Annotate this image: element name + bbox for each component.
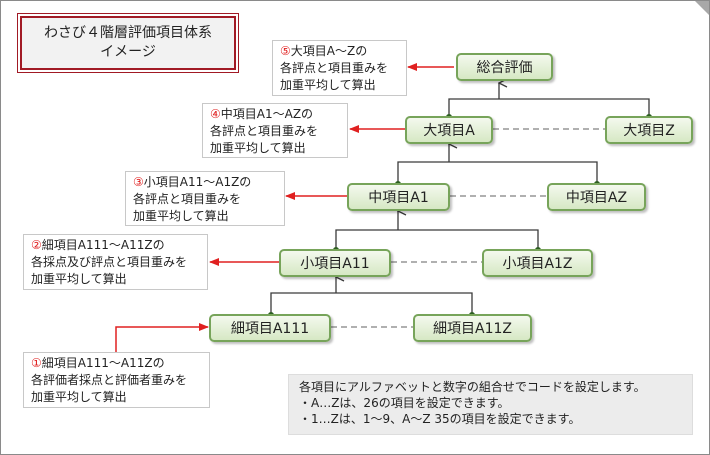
red-arrow-1 [115,323,209,352]
note-4-line-1: 中項目A1～AZの [220,107,314,121]
note-2-line-2: 各採点及び評点と項目重みを [31,255,188,269]
note-2-line-3: 加重平均して算出 [31,272,127,286]
note-1: ①細項目A111～A11Zの 各評価者採点と評価者重みを 加重平均して算出 [23,352,210,408]
note-1-line-1: 細項目A111～A11Zの [41,356,165,370]
note-5: ⑤大項目A～Zの 各評点と項目重みを 加重平均して算出 [272,40,407,96]
note-4-line-3: 加重平均して算出 [210,141,306,155]
node-minor-a11: 小項目A11 [279,249,391,277]
note-2: ②細項目A111～A11Zの 各採点及び評点と項目重みを 加重平均して算出 [23,234,208,290]
note-4-number: ④ [210,107,221,121]
node-minor-a1z: 小項目A1Z [482,249,593,277]
note-5-line-2: 各評点と項目重みを [280,61,389,75]
note-5-line-1: 大項目A～Zの [290,44,368,58]
connector-minor-to-middle [335,211,539,249]
node-major-z: 大項目Z [605,116,693,144]
note-4-line-2: 各評点と項目重みを [210,124,319,138]
note-4: ④中項目A1～AZの 各評点と項目重みを 加重平均して算出 [202,103,348,158]
page-curl [695,1,709,15]
info-line-1: 各項目にアルファベットと数字の組合せでコードを設定します。 [299,380,646,394]
node-middle-az: 中項目AZ [547,183,646,211]
note-5-number: ⑤ [280,44,291,58]
node-detail-a111: 細項目A111 [209,314,331,342]
note-3-number: ③ [133,175,144,189]
code-info-box: 各項目にアルファベットと数字の組合せでコードを設定します。 ・A…Zは、26の項… [288,374,693,435]
note-2-number: ② [31,238,42,252]
note-5-line-3: 加重平均して算出 [280,78,376,92]
connector-detail-to-minor [270,277,473,314]
node-middle-a1: 中項目A1 [347,183,450,211]
note-3: ③小項目A11～A1Zの 各評点と項目重みを 加重平均して算出 [125,171,285,226]
connector-middle-to-major [397,144,598,183]
page-title: わさび４階層評価項目体系 イメージ [17,13,239,73]
connector-major-to-overall [448,83,650,116]
node-detail-a11z: 細項目A11Z [413,314,532,342]
note-3-line-2: 各評点と項目重みを [133,192,242,206]
note-1-number: ① [31,356,42,370]
node-overall: 総合評価 [456,53,553,81]
note-2-line-1: 細項目A111～A11Zの [41,238,165,252]
note-1-line-2: 各評価者採点と評価者重みを [31,373,188,387]
info-line-2: ・A…Zは、26の項目を設定できます。 [299,396,510,410]
info-line-3: ・1…Zは、1～9、A～Z 35の項目を設定できます。 [299,412,581,426]
note-3-line-3: 加重平均して算出 [133,209,229,223]
note-1-line-3: 加重平均して算出 [31,390,127,404]
note-3-line-1: 小項目A11～A1Zの [143,175,252,189]
node-major-a: 大項目A [405,116,493,144]
